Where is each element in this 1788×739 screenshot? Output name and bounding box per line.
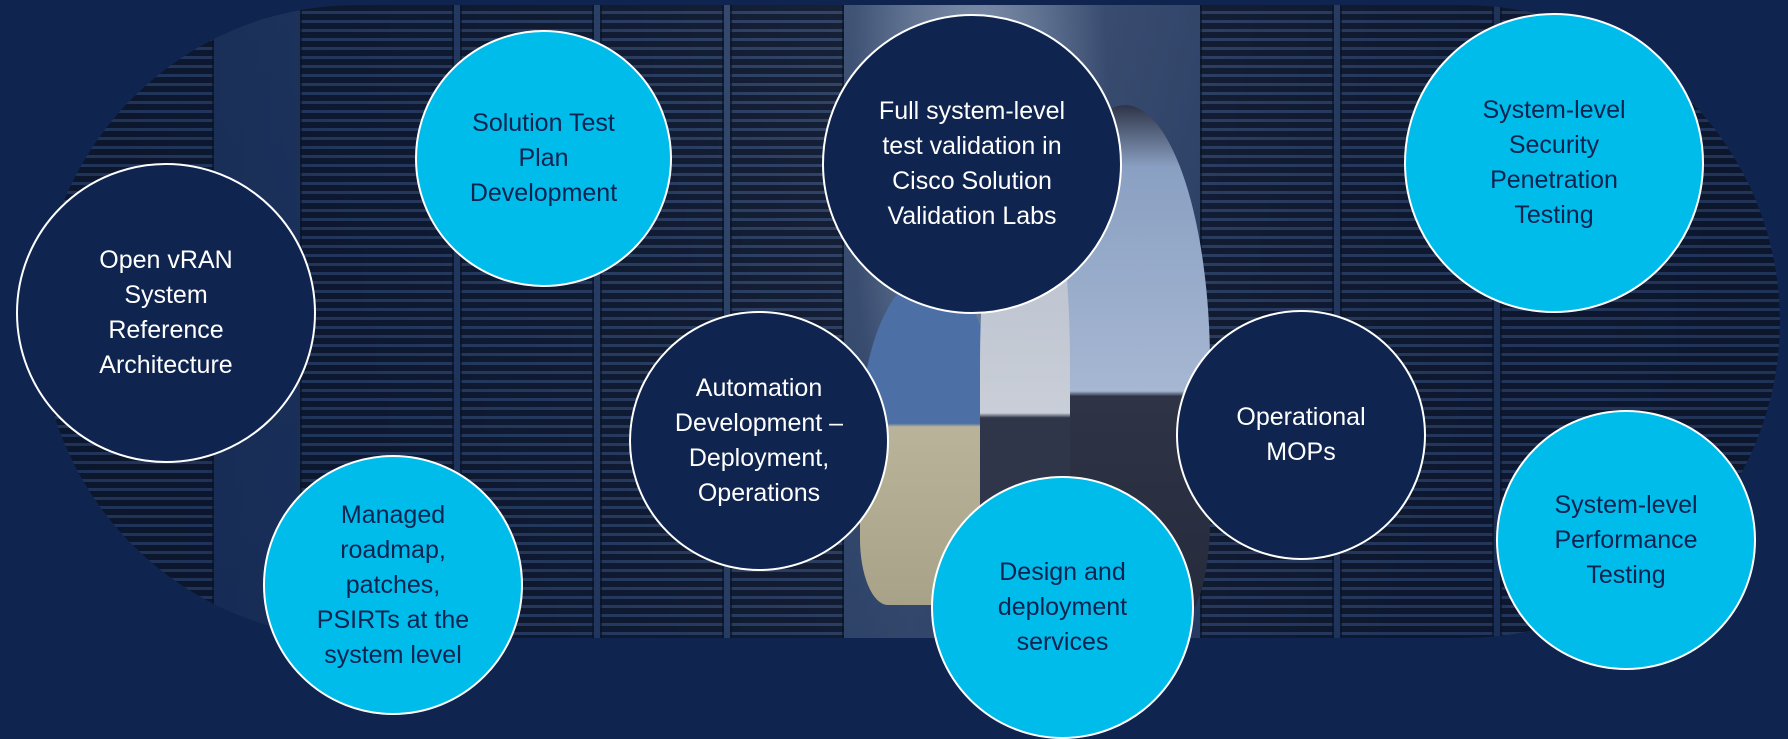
bubble-design-deployment: Design and deployment services [931,476,1194,739]
bubble-open-vran: Open vRAN System Reference Architecture [16,163,316,463]
bubble-operational-mops: Operational MOPs [1176,310,1426,560]
bubble-automation-development: Automation Development – Deployment, Ope… [629,311,889,571]
bubble-label: Operational MOPs [1236,403,1366,466]
bubble-label: Automation Development – Deployment, Ope… [674,374,844,507]
bubble-label: Managed roadmap, patches, PSIRTs at the … [316,500,470,669]
bubble-security-pen-testing: System-level Security Penetration Testin… [1404,13,1704,313]
bubble-label: System-level Security Penetration Testin… [1482,96,1626,229]
bubble-label: Solution Test Plan Development [469,109,618,207]
bubble-full-system-validation: Full system-level test validation in Cis… [822,14,1122,314]
bubble-label: System-level Performance Testing [1554,490,1698,589]
bubble-label: Open vRAN System Reference Architecture [99,246,233,379]
bubble-solution-test-plan: Solution Test Plan Development [415,30,672,287]
bubble-label: Full system-level test validation in Cis… [878,97,1066,230]
bubble-performance-testing: System-level Performance Testing [1496,410,1756,670]
services-diagram: Open vRAN System Reference Architecture … [16,5,1780,739]
bubble-managed-roadmap: Managed roadmap, patches, PSIRTs at the … [263,455,523,715]
bubble-label: Design and deployment services [997,558,1128,656]
